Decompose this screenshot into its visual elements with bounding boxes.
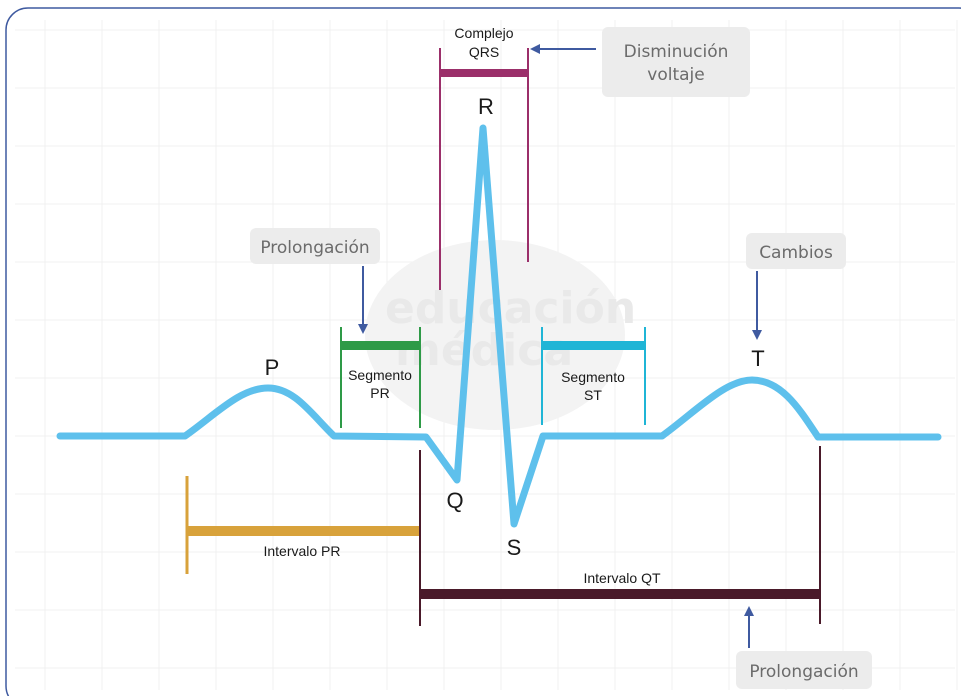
pr-segment-bar (341, 341, 420, 350)
pr-interval-bracket (185, 476, 420, 574)
qt-interval-label: Intervalo QT (583, 570, 660, 586)
pr-interval-label: Intervalo PR (263, 543, 340, 559)
p-wave-label: P (265, 355, 280, 380)
pr-interval-bar (187, 526, 420, 536)
qrs-complex-bracket (439, 48, 529, 290)
pr-segment-bracket (340, 327, 421, 428)
callout-pr-prolongation: Prolongación (250, 228, 380, 334)
watermark: educación médica (365, 240, 636, 430)
watermark-line2: médica (395, 325, 573, 376)
q-wave-label: Q (446, 488, 463, 513)
qrs-label-line1: Complejo (454, 25, 513, 41)
t-wave-label: T (751, 346, 764, 371)
ecg-waveform (56, 124, 942, 528)
pr-segment-label-line2: PR (370, 385, 389, 401)
st-segment-label-line1: Segmento (561, 369, 625, 385)
qrs-bar (440, 69, 528, 77)
callout-qt-prolongation: Prolongación (736, 606, 872, 689)
s-wave-label: S (507, 535, 522, 560)
watermark-line1: educación (385, 283, 636, 334)
callout-t-changes: Cambios (746, 233, 846, 340)
pr-segment-label-line1: Segmento (348, 367, 412, 383)
callout-qrs-line1: Disminución (624, 42, 729, 62)
st-segment-bar (542, 341, 645, 350)
callout-qrs-voltage: Disminución voltaje (530, 27, 750, 97)
qt-interval-bar (420, 589, 820, 599)
callout-qrs-line2: voltaje (647, 65, 704, 85)
st-segment-bracket (541, 327, 646, 425)
qt-interval-bracket (419, 446, 821, 626)
callout-qt-text: Prolongación (749, 662, 858, 682)
callout-pr-text: Prolongación (260, 238, 369, 258)
st-segment-label-line2: ST (584, 387, 602, 403)
callout-t-text: Cambios (759, 243, 833, 263)
qrs-label-line2: QRS (469, 44, 499, 60)
background-grid (15, 20, 958, 690)
r-wave-label: R (478, 94, 494, 119)
